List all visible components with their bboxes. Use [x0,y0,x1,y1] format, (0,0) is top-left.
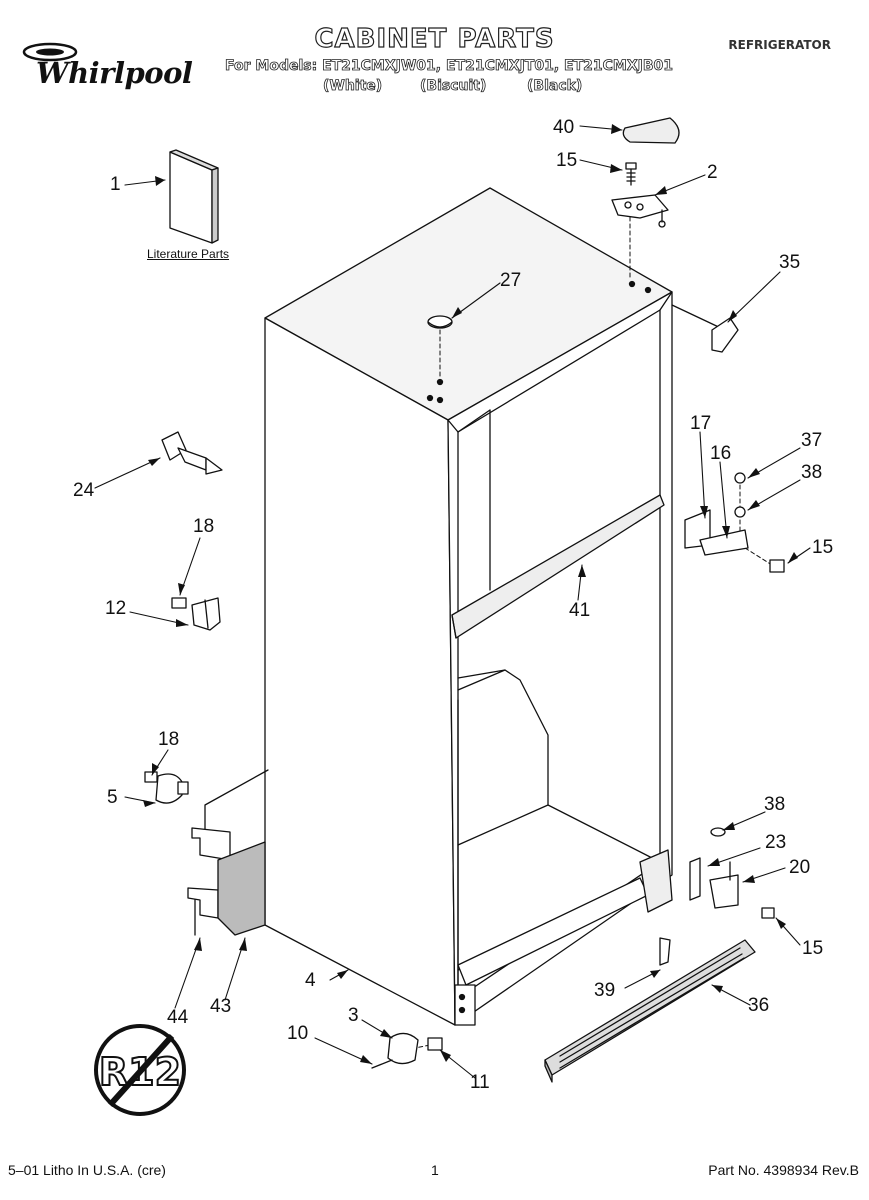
variant-white: (White) [323,78,383,95]
callout-15-middle: 15 [812,537,834,558]
literature-parts-label: Literature Parts [147,247,230,261]
callout-43: 43 [210,996,232,1017]
callout-15-bottom: 15 [802,938,824,959]
page-title: CABINET PARTS [314,23,555,54]
hinge-cover-part [622,117,680,144]
leveling-leg-part [161,431,223,475]
callout-17: 17 [690,413,712,434]
callout-4: 4 [305,970,316,991]
bottom-bracket-part [371,1032,443,1069]
center-hinge-part [684,472,785,573]
literature-booklet-part [169,149,219,244]
callout-10: 10 [287,1023,309,1044]
callout-11: 11 [470,1072,490,1093]
callout-44: 44 [167,1007,189,1028]
callout-36: 36 [748,995,770,1016]
brand-swoosh-icon [22,42,78,62]
part-35 [711,317,739,353]
callout-16: 16 [710,443,732,464]
callout-38-lower: 38 [764,794,786,815]
footer-page-number: 1 [431,1162,439,1178]
bracket-12-part [171,597,221,631]
callout-27: 27 [500,270,522,291]
top-screw-part [625,162,637,186]
toe-grille-part [544,939,756,1083]
callout-39: 39 [594,980,616,1001]
callout-12: 12 [105,598,127,619]
top-hinge-part [611,194,669,228]
footer-litho: 5–01 Litho In U.S.A. (cre) [8,1162,166,1178]
clamp-part [144,771,189,804]
callout-41: 41 [569,600,591,621]
cabinet-body-part [264,187,673,1026]
no-r12-badge-icon: R12 [94,1024,186,1116]
callout-24: 24 [73,480,95,501]
callout-3: 3 [348,1005,359,1026]
rear-bracket-parts [187,769,269,936]
bottom-hinge-part [689,827,775,919]
callout-18-lower: 18 [158,729,180,750]
callout-35: 35 [779,252,801,273]
callout-15-top: 15 [556,150,578,171]
variant-biscuit: (Biscuit) [420,78,487,95]
models-line: For Models: ET21CMXJW01, ET21CMXJT01, ET… [225,58,674,75]
callout-1: 1 [110,174,121,195]
callout-20: 20 [789,857,811,878]
divider-bar-part [451,494,665,639]
callout-2: 2 [707,162,718,183]
callout-18-upper: 18 [193,516,215,537]
variant-black: (Black) [527,78,583,95]
callout-40: 40 [553,117,575,138]
callout-23: 23 [765,832,787,853]
category-label: REFRIGERATOR [728,38,831,52]
clip-part [659,937,671,966]
callout-5: 5 [107,787,118,808]
callout-37: 37 [801,430,823,451]
brand-logo: Whirlpool [36,56,193,90]
footer-part-number: Part No. 4398934 Rev.B [708,1162,859,1178]
plug-part [427,315,453,329]
callout-38-upper: 38 [801,462,823,483]
